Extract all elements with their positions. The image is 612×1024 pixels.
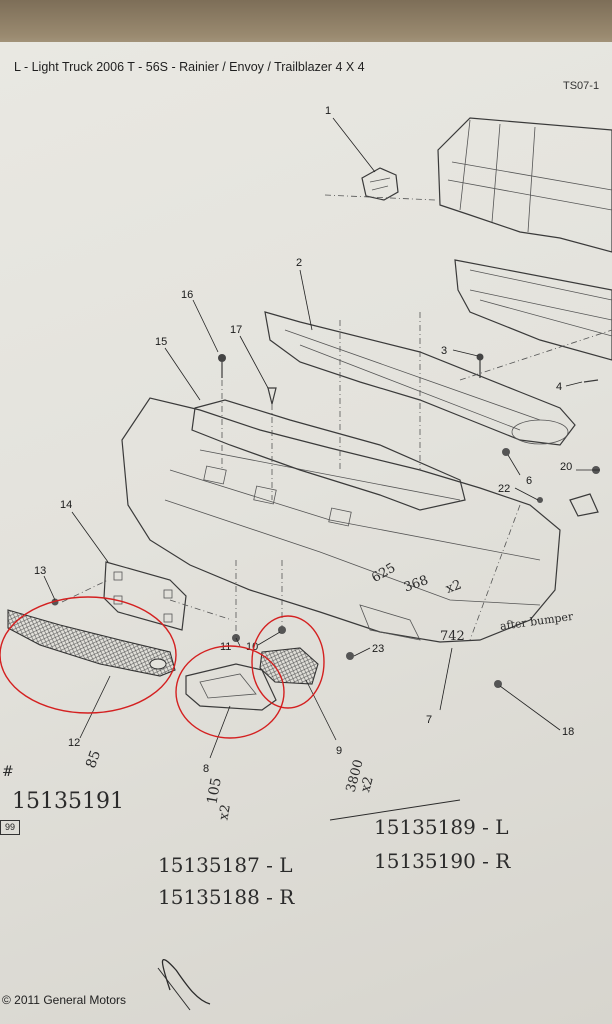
radiator-support-drawing — [437, 117, 612, 361]
hand-part-number-9-left: 15135189 - L — [374, 815, 509, 839]
callout-1: 1 — [325, 105, 331, 117]
hand-part-number-8-left: 15135187 - L — [158, 853, 293, 877]
callout-11: 11 — [220, 641, 231, 653]
impact-bar-part-15 — [191, 399, 466, 511]
page-title: L - Light Truck 2006 T - 56S - Rainier /… — [14, 60, 365, 74]
callout-13: 13 — [34, 565, 46, 577]
callout-4: 4 — [556, 381, 562, 393]
fog-lamp-insert-part-9 — [259, 647, 319, 685]
hand-part-number-8-right: 15135188 - R — [158, 885, 295, 909]
callout-12: 12 — [68, 737, 80, 749]
callout-6: 6 — [526, 475, 532, 487]
highlight-circle-bezel — [175, 645, 285, 739]
hand-note-368: 368 — [402, 573, 430, 596]
hand-qty-8: x2 — [216, 803, 233, 821]
callout-2: 2 — [296, 257, 302, 269]
hand-part-number-12: 15135191 — [12, 789, 124, 814]
callout-7: 7 — [426, 714, 432, 726]
license-bracket-part-14 — [103, 561, 187, 631]
bracket-part-1 — [361, 167, 399, 201]
hand-note-625: 625 — [369, 561, 398, 586]
callout-15: 15 — [155, 336, 167, 348]
callout-17: 17 — [230, 324, 242, 336]
energy-absorber-part-2 — [264, 311, 576, 446]
callout-3: 3 — [441, 345, 447, 357]
lower-grille-part-12 — [7, 609, 176, 677]
callout-22: 22 — [498, 483, 510, 495]
leader-lines — [43, 117, 600, 759]
highlight-circle-grille — [0, 596, 177, 714]
handwritten-notes: # 15135191 85 105 x2 15135187 - L 151351… — [2, 561, 575, 1011]
callout-14: 14 — [60, 499, 72, 511]
hand-qty-9: x2 — [358, 775, 377, 794]
hand-note-after-bumper: after bumper — [499, 610, 575, 633]
callout-18: 18 — [562, 726, 574, 738]
callout-numbers: 1 2 3 4 6 7 8 9 10 11 12 13 14 15 16 17 … — [34, 105, 574, 775]
hand-price-8: 105 — [204, 776, 224, 805]
hand-part-number-9-right: 15135190 - R — [374, 849, 511, 873]
page-tag: 99 — [0, 820, 20, 835]
callout-20: 20 — [560, 461, 572, 473]
hand-price-12: 85 — [83, 748, 104, 770]
callout-8: 8 — [203, 763, 209, 775]
fog-lamp-bezel-part-8 — [185, 663, 277, 711]
highlight-circles — [0, 596, 325, 739]
hand-note-742: 742 — [440, 629, 465, 644]
alignment-lines — [61, 194, 612, 641]
callout-9: 9 — [336, 745, 342, 757]
figure-code: TS07-1 — [563, 80, 600, 92]
callout-23: 23 — [372, 643, 384, 655]
copyright-notice: © 2011 General Motors — [2, 993, 127, 1007]
fasteners — [51, 353, 600, 688]
hand-mark-left: # — [2, 764, 14, 780]
highlight-circle-insert — [251, 615, 325, 709]
hand-note-x2: x2 — [444, 577, 464, 596]
callout-16: 16 — [181, 289, 193, 301]
